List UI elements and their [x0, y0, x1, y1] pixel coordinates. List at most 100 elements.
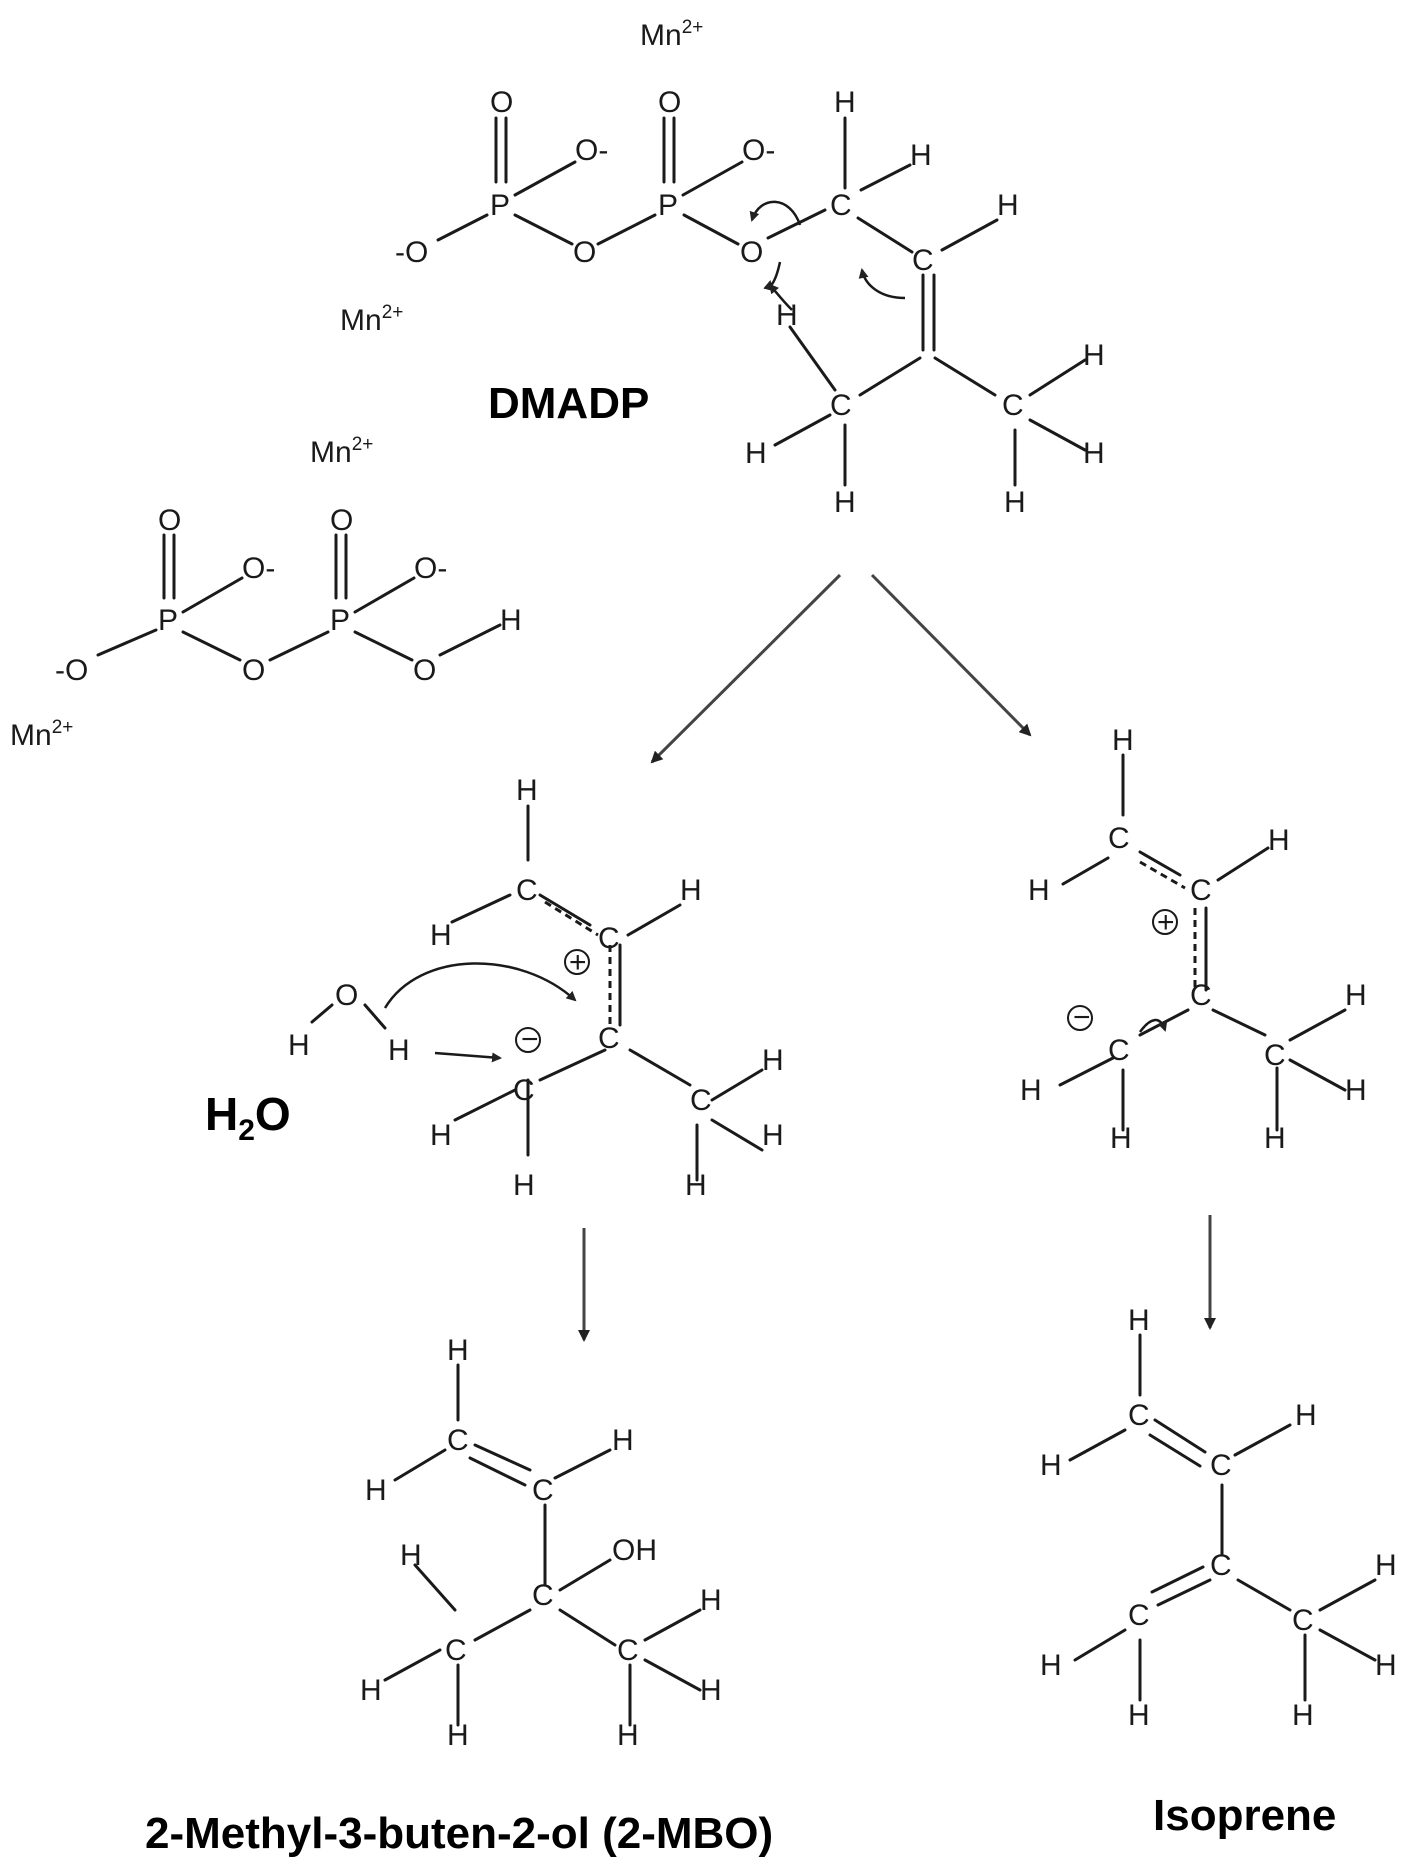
- atom-p: P: [658, 189, 678, 222]
- atom-h: H: [1345, 979, 1367, 1012]
- atom-h: H: [700, 1674, 722, 1707]
- atom-c: C: [1190, 874, 1212, 907]
- atom-h: H: [762, 1119, 784, 1152]
- pathway-arrows: [578, 573, 1216, 1342]
- atom-h: H: [1375, 1549, 1397, 1582]
- atom-o: O: [242, 654, 265, 687]
- mbo-product: H C H H C H OH C H C C H H H H: [360, 1334, 722, 1752]
- atom-c: C: [445, 1634, 467, 1667]
- atom-h: H: [516, 774, 538, 807]
- atom-h: H: [612, 1424, 634, 1457]
- atom-h: H: [388, 1034, 410, 1067]
- atom-h: H: [834, 486, 856, 519]
- atom-c: C: [1108, 1034, 1130, 1067]
- atom-o-minus: O-: [742, 134, 775, 167]
- atom-h: H: [1028, 874, 1050, 907]
- atom-h: H: [910, 139, 932, 172]
- anion-charge: [1067, 1005, 1093, 1031]
- atom-minus-o: -O: [395, 236, 428, 269]
- atom-h: H: [430, 1119, 452, 1152]
- label-mbo: 2-Methyl-3-buten-2-ol (2-MBO): [145, 1809, 773, 1858]
- atom-h: H: [745, 437, 767, 470]
- atom-h: H: [1375, 1649, 1397, 1682]
- mbo-intermediate: H C H H C + C H − C C H H H H O H H H2O: [205, 774, 784, 1202]
- electron-arrow: [1138, 1018, 1168, 1033]
- atom-h: H: [513, 1169, 535, 1202]
- atom-o-minus: O-: [575, 134, 608, 167]
- water-attack-arrow: [383, 962, 577, 1009]
- anion-charge: [515, 1027, 541, 1053]
- atom-c: C: [1264, 1039, 1286, 1072]
- atom-c: C: [1002, 389, 1024, 422]
- atom-c: C: [1190, 979, 1212, 1012]
- cation-charge: [564, 949, 590, 975]
- dmadp-molecule: Mn2+ Mn2+ O O O- O- P P -O: [340, 17, 1105, 519]
- atom-c: C: [1292, 1604, 1314, 1637]
- atom-o: O: [330, 504, 353, 537]
- label-water: H2O: [205, 1088, 291, 1147]
- atom-h: H: [1268, 824, 1290, 857]
- atom-p: P: [330, 604, 350, 637]
- anion-charge-sign: −: [1073, 1001, 1091, 1034]
- atom-h: H: [762, 1044, 784, 1077]
- atom-h: H: [834, 86, 856, 119]
- atom-c: C: [598, 922, 620, 955]
- atom-h: H: [447, 1334, 469, 1367]
- atom-h: H: [360, 1674, 382, 1707]
- anion-charge-sign: −: [521, 1023, 539, 1056]
- atom-c: C: [1108, 822, 1130, 855]
- atom-c: C: [513, 1074, 535, 1107]
- atom-h: H: [776, 299, 798, 332]
- mn-ion: Mn2+: [640, 17, 703, 52]
- atom-h: H: [288, 1029, 310, 1062]
- electron-arrow: [768, 283, 793, 311]
- atom-p: P: [158, 604, 178, 637]
- atom-o-minus: O-: [414, 552, 447, 585]
- atom-h: H: [1040, 1449, 1062, 1482]
- atom-o: O: [158, 504, 181, 537]
- proton-transfer-arrow: [434, 1051, 502, 1063]
- atom-o: O: [740, 236, 763, 269]
- atom-p: P: [490, 189, 510, 222]
- atom-c: C: [912, 244, 934, 277]
- isoprene-product: H C H H C C H C C H H H H: [1040, 1304, 1397, 1732]
- atom-oh: OH: [612, 1534, 657, 1567]
- atom-c: C: [532, 1579, 554, 1612]
- atom-o-minus: O-: [242, 552, 275, 585]
- electron-arrow: [763, 261, 782, 291]
- arrow-to-mbo-intermediate: [650, 573, 842, 764]
- atom-h: H: [1128, 1304, 1150, 1337]
- mn-ion: Mn2+: [340, 302, 403, 337]
- label-dmadp: DMADP: [488, 379, 649, 428]
- mn-ion: Mn2+: [310, 434, 373, 469]
- atom-h: H: [1345, 1074, 1367, 1107]
- atom-h: H: [447, 1719, 469, 1752]
- atom-c: C: [1210, 1549, 1232, 1582]
- label-isoprene: Isoprene: [1153, 1791, 1336, 1840]
- atom-h: H: [685, 1169, 707, 1202]
- pyrophosphate-molecule: Mn2+ Mn2+ O O O- O- P P H -O O O: [10, 434, 522, 752]
- atom-c: C: [1210, 1449, 1232, 1482]
- cation-charge-sign: +: [1157, 906, 1175, 939]
- atom-h: H: [1112, 724, 1134, 757]
- electron-arrow: [749, 200, 802, 226]
- atom-c: C: [1128, 1599, 1150, 1632]
- cation-charge-sign: +: [569, 946, 587, 979]
- atom-c: C: [830, 389, 852, 422]
- arrow-to-isoprene-intermediate: [870, 573, 1032, 737]
- atom-h: H: [700, 1584, 722, 1617]
- atom-h: H: [1128, 1699, 1150, 1732]
- atom-o: O: [335, 979, 358, 1012]
- atom-c: C: [532, 1474, 554, 1507]
- atom-c: C: [598, 1022, 620, 1055]
- electron-arrow: [858, 268, 906, 300]
- atom-o: O: [573, 236, 596, 269]
- atom-c: C: [1128, 1399, 1150, 1432]
- atom-h: H: [430, 919, 452, 952]
- atom-o: O: [413, 654, 436, 687]
- mn-ion: Mn2+: [10, 717, 73, 752]
- atom-h: H: [617, 1719, 639, 1752]
- atom-h: H: [1020, 1074, 1042, 1107]
- atom-h: H: [1040, 1649, 1062, 1682]
- atom-h: H: [365, 1474, 387, 1507]
